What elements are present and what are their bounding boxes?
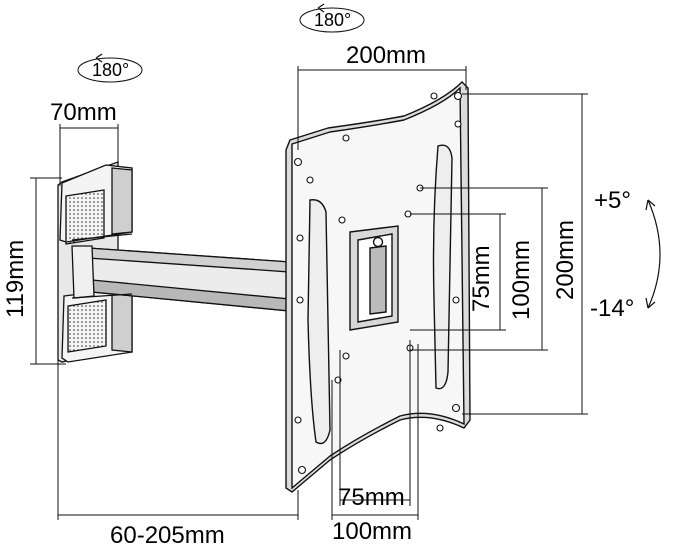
inner-vesa-height-label: 75mm	[468, 245, 495, 312]
wall-bracket	[57, 161, 133, 363]
swivel-left-symbol	[77, 53, 143, 83]
swivel-top-symbol	[299, 3, 365, 33]
tilt-arc-icon	[645, 199, 661, 309]
vesa-plate	[285, 81, 471, 493]
wall-plate-height-label: 119mm	[2, 239, 29, 318]
wall-plate-width-label: 70mm	[50, 99, 117, 126]
outer-vesa-height-label: 100mm	[508, 239, 535, 320]
tilt-up-label: +5°	[594, 187, 631, 214]
dimension-lines	[30, 66, 588, 520]
extension-label: 60-205mm	[110, 522, 225, 549]
plate-width-label: 200mm	[346, 42, 427, 69]
plate-height-label: 200mm	[552, 219, 579, 300]
inner-vesa-width-label: 75mm	[338, 484, 405, 511]
tilt-down-label: -14°	[590, 295, 635, 322]
outer-vesa-width-label: 100mm	[332, 518, 413, 545]
swivel-top-label: 180°	[314, 10, 352, 30]
swivel-left-label: 180°	[92, 60, 130, 80]
